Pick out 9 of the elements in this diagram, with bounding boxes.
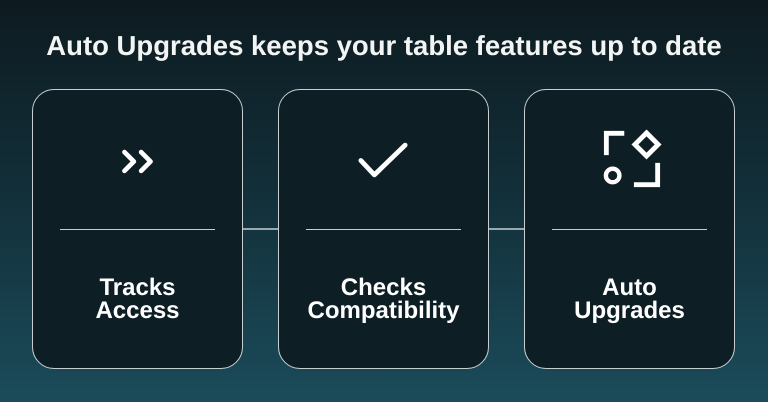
connector-line: [489, 228, 524, 230]
card-label: Tracks Access: [95, 276, 180, 322]
title: Auto Upgrades keeps your table features up to date: [46, 29, 722, 62]
feature-card: [524, 89, 735, 369]
feature-card: [32, 89, 243, 369]
connector-line: [243, 228, 278, 230]
card-label: Auto Upgrades: [574, 276, 685, 322]
feature-card: [278, 89, 489, 369]
card-label: Checks Compatibility: [308, 276, 460, 322]
